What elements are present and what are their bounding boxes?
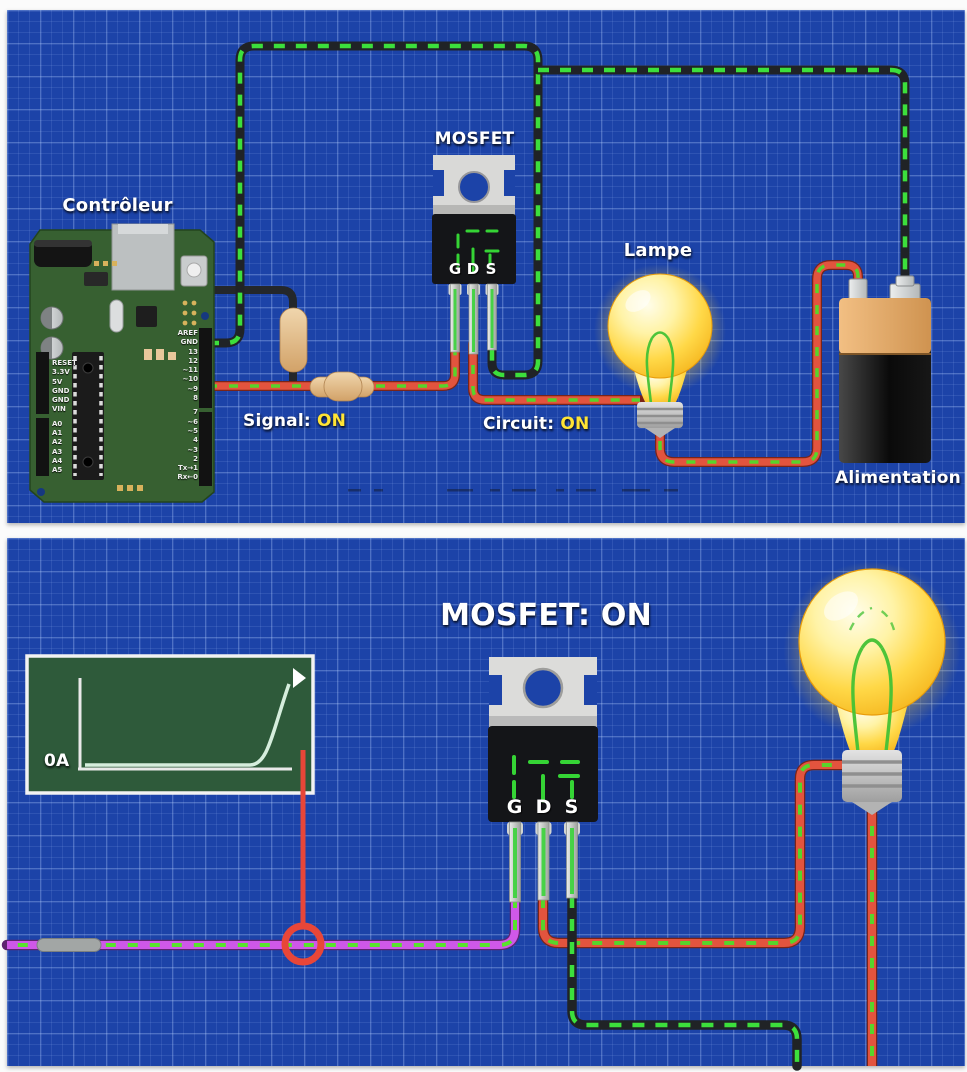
pin-label: ~9	[187, 384, 198, 393]
pin-letter-drain: D	[466, 260, 480, 278]
pin-label: Tx→1	[177, 464, 198, 473]
mosfet-label: MOSFET	[434, 129, 515, 149]
pin-label: ~6	[187, 417, 198, 426]
signal-status-value: ON	[316, 411, 347, 431]
pin-letter-source: S	[564, 796, 579, 818]
pin-label: A2	[52, 438, 63, 447]
pin-label: ~5	[187, 426, 198, 435]
power-supply-label: Alimentation	[835, 468, 961, 488]
controller-label: Contrôleur	[62, 195, 173, 216]
pin-label: 7	[193, 408, 198, 417]
pin-label: ~10	[182, 375, 198, 384]
pin-letter-gate: G	[506, 796, 523, 818]
pin-label: 5V	[52, 377, 63, 386]
pin-label: 4	[193, 436, 198, 445]
pin-label: AREF	[177, 329, 198, 337]
graph-origin-label: 0A	[44, 751, 70, 771]
pin-label: 2	[193, 454, 198, 463]
pin-label: A4	[52, 456, 63, 465]
signal-status: Signal: ON	[243, 411, 346, 431]
pin-label: GND	[52, 386, 70, 395]
circuit-status-label: Circuit:	[483, 414, 555, 434]
pin-label: A5	[52, 466, 63, 475]
pin-letter-source: S	[485, 260, 497, 278]
lamp-label: Lampe	[623, 240, 693, 261]
pin-letter-drain: D	[535, 796, 552, 818]
pin-label: ~3	[187, 445, 198, 454]
signal-status-label: Signal:	[243, 411, 311, 431]
pin-label: ~11	[182, 366, 198, 375]
pin-label: VIN	[52, 405, 66, 414]
pin-label: 8	[193, 394, 198, 403]
pin-label: A0	[52, 419, 63, 428]
pin-label: A1	[52, 429, 63, 438]
pin-label: RESET	[52, 359, 77, 367]
pin-label: Rx←0	[177, 473, 198, 482]
pin-letter-gate: G	[448, 260, 462, 278]
pin-label: GND	[180, 338, 198, 347]
pin-label: 13	[188, 347, 198, 356]
circuit-status-value: ON	[560, 414, 590, 434]
pin-label: 12	[188, 356, 198, 365]
pin-label: GND	[52, 396, 70, 405]
circuit-status: Circuit: ON	[483, 414, 589, 434]
pin-label: 3.3V	[52, 368, 70, 377]
pin-label: A3	[52, 447, 63, 456]
bottom-panel-title: MOSFET: ON	[440, 598, 652, 633]
